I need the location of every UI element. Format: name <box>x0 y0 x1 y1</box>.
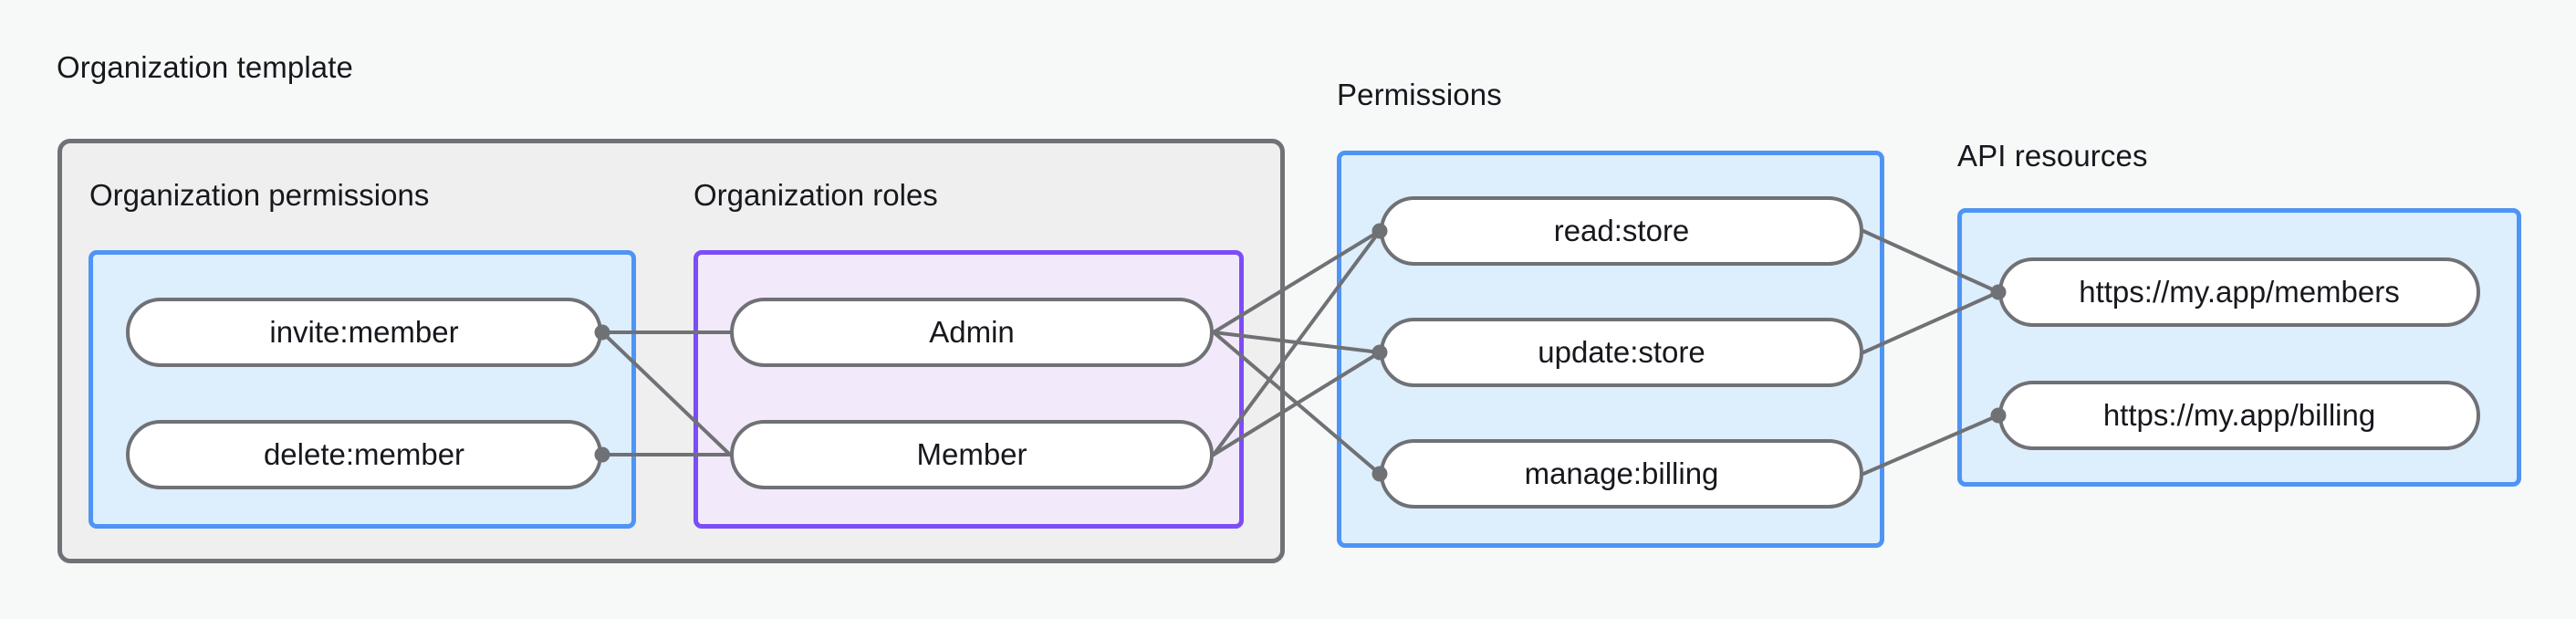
subgroup-title-organization-permissions: Organization permissions <box>89 178 430 212</box>
node-manage-billing-label: manage:billing <box>1524 456 1719 490</box>
node-billing-url-label: https://my.app/billing <box>2102 398 2376 432</box>
node-manage-billing[interactable]: manage:billing <box>1380 439 1863 509</box>
connector-dot-invite-member-right <box>594 324 610 341</box>
node-read-store-label: read:store <box>1553 214 1690 247</box>
node-admin[interactable]: Admin <box>730 298 1214 367</box>
group-title-api-resources: API resources <box>1957 139 2148 173</box>
node-members-url[interactable]: https://my.app/members <box>1998 257 2480 327</box>
connector-dot-members-url-left <box>1990 284 2007 300</box>
connector-dot-billing-url-left <box>1990 407 2007 424</box>
node-update-store-label: update:store <box>1538 335 1705 369</box>
node-invite-member-label: invite:member <box>269 315 459 349</box>
node-admin-label: Admin <box>929 315 1015 349</box>
connector-dot-delete-member-right <box>594 446 610 463</box>
connector-dot-read-store-left <box>1371 223 1388 239</box>
connector-dot-manage-billing-left <box>1371 466 1388 482</box>
node-member-label: Member <box>916 437 1027 471</box>
node-read-store[interactable]: read:store <box>1380 196 1863 266</box>
group-title-organization-template: Organization template <box>57 50 353 84</box>
connector-dot-update-store-left <box>1371 344 1388 361</box>
node-invite-member[interactable]: invite:member <box>126 298 602 367</box>
group-title-permissions: Permissions <box>1337 78 1502 111</box>
subgroup-title-organization-roles: Organization roles <box>694 178 938 212</box>
node-billing-url[interactable]: https://my.app/billing <box>1998 381 2480 450</box>
node-member[interactable]: Member <box>730 420 1214 489</box>
node-delete-member[interactable]: delete:member <box>126 420 602 489</box>
node-update-store[interactable]: update:store <box>1380 318 1863 387</box>
node-delete-member-label: delete:member <box>263 437 465 471</box>
node-members-url-label: https://my.app/members <box>2079 275 2400 309</box>
